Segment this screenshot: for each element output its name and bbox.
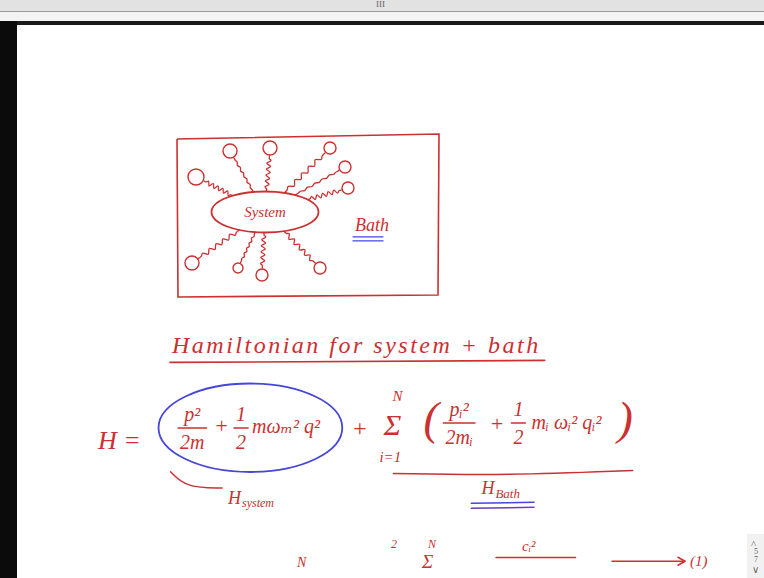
equation-operator: + (489, 412, 504, 436)
spring-coupling (295, 170, 339, 195)
spring-coupling (204, 181, 233, 196)
hamiltonian-symbol: H (481, 479, 494, 499)
top-bar-edge (0, 11, 764, 12)
bath-oscillator (185, 256, 199, 270)
scroll-area (747, 534, 764, 578)
scroll-arrow: ∨ (752, 564, 759, 575)
bath-oscillator (223, 144, 237, 158)
fraction-bar (178, 427, 206, 429)
bath-label: Bath (355, 216, 389, 236)
subscript: system (242, 497, 274, 510)
box-outline (177, 134, 439, 297)
spring-coupling (261, 232, 266, 268)
handwritten-heading: Hamiltonian for system + bath (172, 332, 541, 358)
bath-oscillator (233, 263, 243, 273)
equation-term: pᵢ² (450, 398, 469, 420)
hamiltonian-symbol: H (228, 489, 241, 509)
equation-number: (1) (690, 553, 708, 570)
equation-term: 2 (391, 538, 397, 551)
bracket: ( (423, 394, 438, 445)
equation-term: mᵢ ωᵢ² qᵢ² (531, 411, 601, 433)
bath-oscillator (188, 169, 204, 185)
arrow-shaft (612, 561, 685, 563)
spring-coupling (265, 156, 271, 192)
sum-limit: N (392, 388, 402, 405)
fraction-bar (511, 422, 525, 424)
system-hamiltonian-circle: p² 2m +1 2 mωₘ² q² (157, 382, 344, 474)
bath-box: Bath System (175, 132, 441, 298)
page-number: 7 (754, 556, 758, 565)
scrollbar-grip: III (376, 0, 385, 10)
arrow-head (678, 557, 685, 565)
sum-underline (393, 471, 632, 475)
bath-oscillator (256, 269, 268, 281)
toolbar-strip (0, 12, 764, 21)
heading-underline (170, 360, 545, 362)
system-label: System (244, 204, 286, 221)
sum-limit: N (428, 538, 436, 551)
bath-oscillator (339, 161, 351, 173)
system-ellipse: System (210, 190, 320, 234)
left-black-band (0, 21, 17, 578)
equation-operator: + (351, 415, 367, 441)
brace-stroke (171, 472, 222, 488)
spring-coupling (284, 153, 325, 193)
equation-operator: + (214, 414, 229, 438)
ellipse-outline (158, 384, 342, 473)
bath-oscillator (314, 262, 326, 274)
equation-term: H = (98, 427, 141, 456)
bath-oscillator (324, 142, 336, 154)
fraction-bar (234, 427, 248, 429)
bath-box-outline (175, 132, 441, 298)
equation-term: mωₘ² q² (252, 415, 320, 437)
equation-term: N (297, 555, 306, 570)
spring-coupling (234, 158, 254, 192)
spring-coupling (284, 231, 315, 263)
equation-term: cᵢ² (522, 538, 536, 555)
double-underline (353, 236, 383, 237)
double-underline (471, 502, 534, 503)
equation-term: 1 (513, 398, 523, 420)
top-bar (0, 0, 764, 11)
bath-oscillator (342, 182, 354, 194)
ellipse-outline (212, 192, 319, 233)
spring-coupling (199, 230, 240, 258)
bath-oscillator (263, 141, 277, 155)
equation-term: 2 (513, 426, 523, 448)
page-top-edge (0, 21, 764, 25)
equation-term: 2m (180, 431, 204, 453)
sum-symbol: Σ (422, 552, 433, 573)
equation-term: 2 (236, 431, 246, 453)
double-underline (353, 240, 383, 241)
equation-term: 1 (236, 403, 246, 425)
double-underline (471, 507, 534, 508)
bracket: ) (617, 394, 632, 445)
spring-coupling (241, 232, 256, 262)
spring-coupling (308, 190, 342, 200)
equation-term: 2mᵢ (445, 426, 473, 448)
sum-limit: i=1 (379, 449, 401, 466)
fraction-bar (443, 422, 475, 424)
sum-symbol: Σ (383, 408, 401, 441)
subscript: Bath (495, 487, 520, 501)
fraction-bar (496, 557, 576, 559)
equation-term: p² (184, 403, 200, 425)
